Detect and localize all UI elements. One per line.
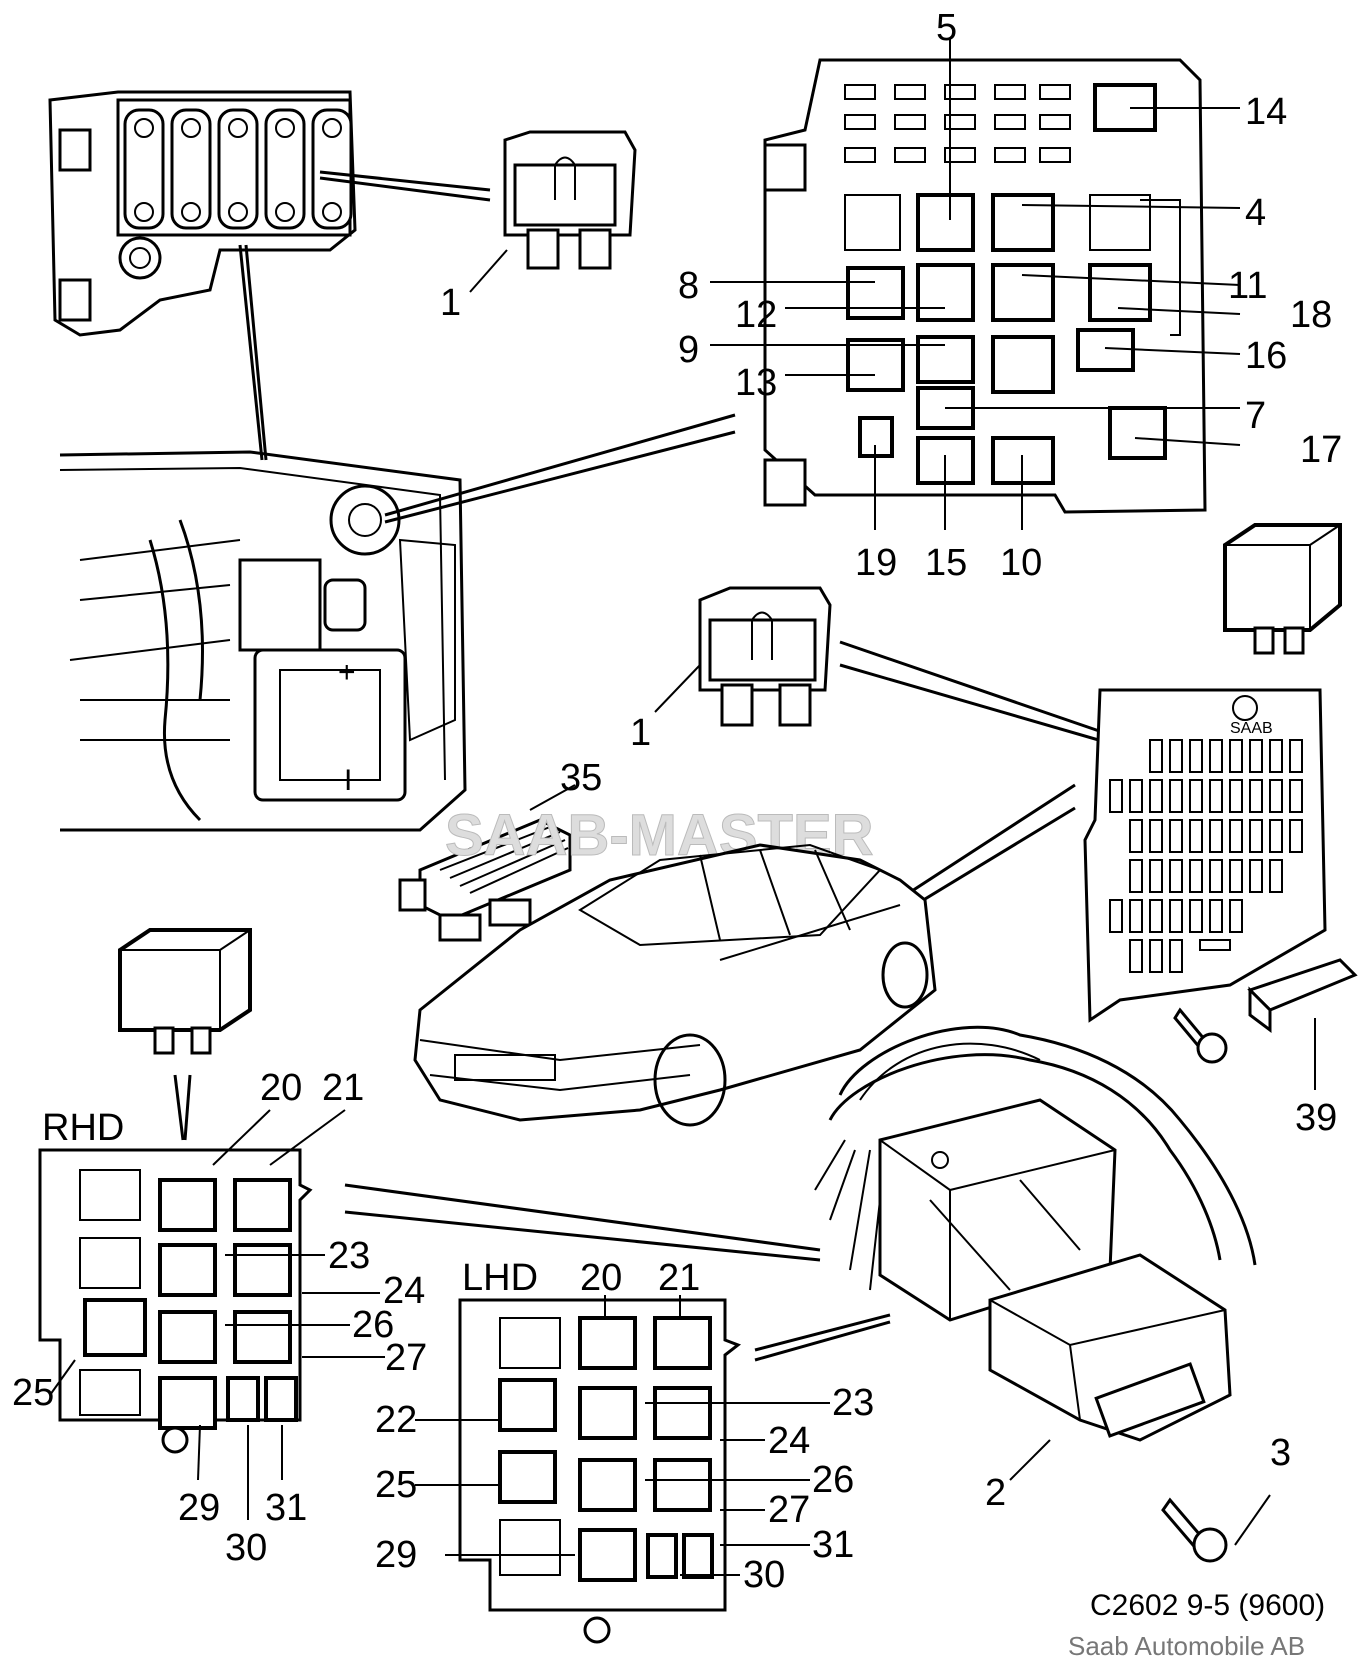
- lhd-callout-31: 31: [812, 1524, 854, 1566]
- lhd-relay-box: [458, 1298, 742, 1644]
- rhd-callout-31: 31: [265, 1487, 307, 1529]
- engine-bay: + I: [59, 450, 467, 832]
- relay-upper-right: [1223, 523, 1342, 655]
- callout-35: 35: [560, 757, 602, 799]
- rhd-callout-27: 27: [385, 1337, 427, 1379]
- relay-left: [118, 928, 252, 1055]
- lhd-callout-27: 27: [768, 1489, 810, 1531]
- rhd-relay-box: [38, 1148, 313, 1454]
- blade-fuse-middle: [698, 586, 832, 727]
- callout-1b: 1: [630, 712, 651, 754]
- callout-14: 14: [1245, 91, 1287, 133]
- callout-15: 15: [925, 542, 967, 584]
- rhd-callout-26: 26: [352, 1304, 394, 1346]
- fuse-holder: [48, 90, 357, 337]
- callout-19: 19: [855, 542, 897, 584]
- callout-16: 16: [1245, 335, 1287, 377]
- screw-panel: [1173, 1007, 1228, 1064]
- credit: Saab Automobile AB: [1068, 1631, 1305, 1661]
- rhd-label: RHD: [42, 1107, 124, 1149]
- lhd-callout-21: 21: [658, 1257, 700, 1299]
- leader-3: [1234, 1494, 1271, 1546]
- screw-3: [1161, 1497, 1228, 1563]
- leader-1b: [654, 664, 701, 713]
- battery-plus: +: [338, 656, 356, 689]
- connector-housing: [878, 1098, 1117, 1322]
- rhd-callout-24: 24: [383, 1270, 425, 1312]
- callout-2: 2: [985, 1472, 1006, 1514]
- lhd-label: LHD: [462, 1257, 538, 1299]
- callout-17: 17: [1300, 429, 1342, 471]
- leader-1a: [469, 249, 508, 293]
- blade-fuse-top: [503, 130, 637, 270]
- clip-39: [1247, 958, 1358, 1033]
- callout-3: 3: [1270, 1432, 1291, 1474]
- control-unit-2: [988, 1253, 1232, 1442]
- rhd-callout-23: 23: [328, 1235, 370, 1277]
- main-relay-box: [763, 58, 1207, 514]
- lhd-callout-22: 22: [375, 1399, 417, 1441]
- callout-12: 12: [735, 294, 777, 336]
- lhd-callout-29: 29: [375, 1534, 417, 1576]
- rhd-callout-25: 25: [12, 1372, 54, 1414]
- callout-11: 11: [1228, 265, 1267, 307]
- callout-13: 13: [735, 362, 777, 404]
- interior-fuse-panel: SAAB: [1083, 688, 1327, 1023]
- callout-10: 10: [1000, 542, 1042, 584]
- callout-39: 39: [1295, 1097, 1337, 1139]
- callout-7: 7: [1245, 395, 1266, 437]
- lhd-callout-25: 25: [375, 1464, 417, 1506]
- callout-4: 4: [1245, 192, 1266, 234]
- lhd-callout-24: 24: [768, 1420, 810, 1462]
- lhd-callout-30: 30: [743, 1554, 785, 1596]
- rhd-callout-20: 20: [260, 1067, 302, 1109]
- car-sedan: [413, 843, 937, 1127]
- rhd-callout-30: 30: [225, 1527, 267, 1569]
- lhd-callout-26: 26: [812, 1459, 854, 1501]
- callout-9: 9: [678, 329, 699, 371]
- wiring-harness: [814, 1025, 1257, 1291]
- leader-2: [1009, 1439, 1051, 1481]
- rhd-callout-29: 29: [178, 1487, 220, 1529]
- callout-8: 8: [678, 265, 699, 307]
- battery-minus: I: [344, 764, 352, 797]
- lhd-callout-20: 20: [580, 1257, 622, 1299]
- callout-5: 5: [936, 7, 957, 49]
- module-35: [398, 818, 572, 942]
- callout-18: 18: [1290, 294, 1332, 336]
- leader-35: [529, 784, 576, 811]
- fuse-panel-brand: SAAB: [1230, 720, 1273, 737]
- figure-code: C2602 9-5 (9600): [1090, 1589, 1325, 1622]
- rhd-callout-21: 21: [322, 1067, 364, 1109]
- callout-1a: 1: [440, 282, 461, 324]
- lhd-callout-23: 23: [832, 1382, 874, 1424]
